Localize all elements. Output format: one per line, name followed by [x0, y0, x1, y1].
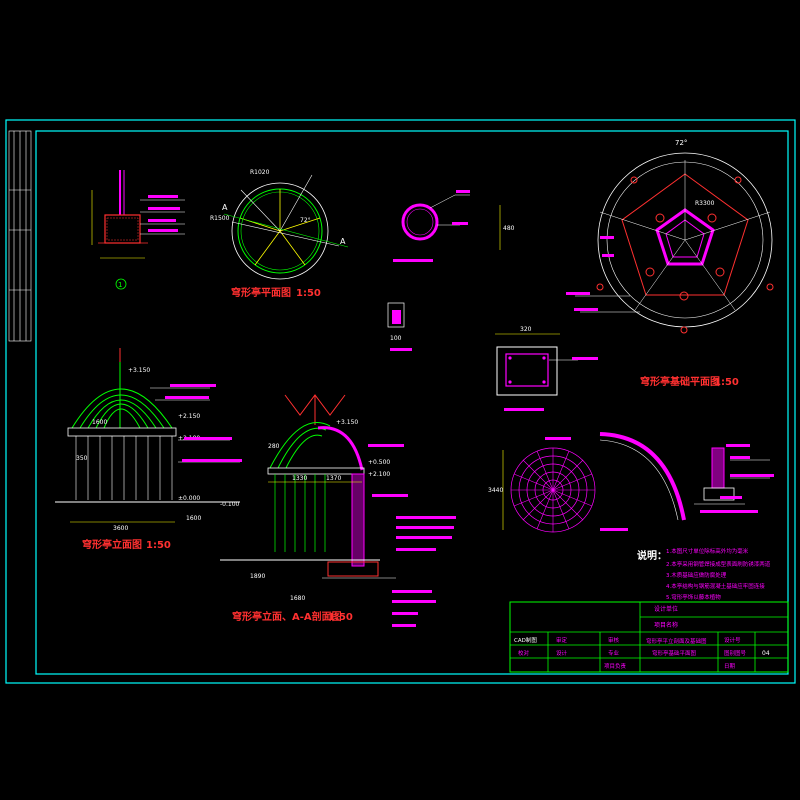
plan-scale: 1:50 [296, 288, 321, 299]
pipe-dim: 480 [503, 225, 515, 232]
notes-heading: 说明： [637, 549, 667, 562]
tb-rev-label: CAD制图 [514, 636, 537, 644]
plan-angle-label: 72° [300, 217, 311, 224]
ring-beam-dim: 320 [520, 326, 532, 333]
note-2: 2.本亭采用钢管焊接成型表面刷防锈漆两道 [666, 560, 771, 568]
section-level-b: +2.100 [368, 471, 390, 478]
elevation-title: 穹形亭立面图 [82, 538, 142, 551]
pipe-section-detail: 480 [393, 190, 515, 262]
footing-detail [694, 444, 774, 513]
section-level-top: +3.150 [336, 419, 358, 426]
elevation-level-floor: ±0.000 [178, 495, 200, 502]
inner-frame [35, 130, 789, 675]
radial-mesh-plan: 3440 [488, 437, 596, 533]
tb-sheet-no: 04 [762, 650, 770, 657]
section-bottom-dim2: 1680 [290, 595, 305, 602]
section-title: 穹形亭立面、A-A剖面图 [232, 610, 342, 623]
plan-radius-label: R1020 [250, 169, 270, 176]
foundation-title: 穹形亭基础平面图 [640, 375, 720, 388]
ring-beam-section: 320 [495, 326, 598, 411]
tb-row-6: 项目负责 [604, 662, 627, 670]
elevation-base-dim: 1600 [186, 515, 201, 522]
elevation-width-dim: 3600 [113, 525, 128, 532]
tb-drawing-name-1: 穹形亭平立剖面及基础图 [646, 637, 707, 645]
section-bottom-dim: 1890 [250, 573, 265, 580]
elevation-half-dim: 1600 [92, 419, 107, 426]
elevation-level-mid: +2.150 [178, 413, 200, 420]
tb-row-5: 专业 [608, 649, 620, 657]
tb-right-2: 图别图号 [724, 649, 747, 657]
elevation-level-ground: -0.100 [220, 501, 240, 508]
tb-unit: 设计单位 [654, 605, 678, 613]
note-1: 1.本图尺寸单位除标高外均为毫米 [666, 547, 749, 555]
tb-drawing-name-2: 穹形亭基础平面图 [652, 649, 697, 657]
foundation-scale: 1:50 [714, 377, 739, 388]
foundation-plan: 72° R3300 穹形亭基础平面图 1:50 [566, 139, 774, 388]
foundation-radius: R3300 [695, 200, 715, 207]
plan-section-mark-left: A [222, 203, 228, 212]
elevation-col-dim: 350 [76, 455, 88, 462]
section-col-dim: 280 [268, 443, 280, 450]
plan-radius2-label: R1500 [210, 215, 230, 222]
elevation-level-top: +3.150 [128, 367, 150, 374]
small-base-section: 100 [387, 302, 412, 351]
section-left-dim: 1330 [292, 475, 307, 482]
outer-frame [5, 119, 796, 684]
foundation-angle: 72° [675, 139, 687, 147]
tb-project: 项目名称 [654, 621, 678, 629]
binding-strip [8, 130, 32, 342]
note-4: 4.本亭结构与钢筋混凝土基础应牢固连接 [666, 582, 765, 590]
tb-row-4: 设计 [556, 649, 568, 657]
plan-view: R1020 72° R1500 A A 穹形亭平面图 1:50 [210, 169, 349, 299]
detail-mark: 1 [118, 281, 122, 289]
tb-row-2: 审核 [608, 636, 620, 644]
note-3: 3.木质基础应做防腐处理 [666, 571, 727, 579]
notes: 说明： 1.本图尺寸单位除标高外均为毫米 2.本亭采用钢管焊接成型表面刷防锈漆两… [637, 547, 771, 601]
section-right-dim: 1370 [326, 475, 341, 482]
arc-member [599, 432, 686, 531]
column-base-detail: 1 [91, 170, 185, 290]
plan-section-mark-right: A [340, 237, 346, 246]
elevation-scale: 1:50 [146, 540, 171, 551]
note-5: 5.穹形亭饰以藤本植物 [666, 593, 721, 601]
section-scale: 1:50 [328, 612, 353, 623]
plan-title: 穹形亭平面图 [231, 286, 291, 299]
tb-right-1: 设计号 [724, 636, 741, 644]
tb-row-1: 审定 [556, 636, 568, 644]
elevation-view: 3600 1600 350 +3.150 +2.150 +2.100 ±0.00… [55, 348, 242, 551]
title-block: 设计单位 项目名称 穹形亭平立剖面及基础图 穹形亭基础平面图 CAD制图 审定 … [509, 601, 789, 673]
section-view: 1330 1370 280 +3.150 +0.500 +2.100 1890 … [220, 394, 456, 627]
tb-row-3: 校对 [518, 649, 530, 657]
tb-right-3: 日期 [724, 663, 736, 670]
section-level-a: +0.500 [368, 459, 390, 466]
mesh-dim: 3440 [488, 487, 503, 494]
small-base-dim: 100 [390, 335, 402, 342]
